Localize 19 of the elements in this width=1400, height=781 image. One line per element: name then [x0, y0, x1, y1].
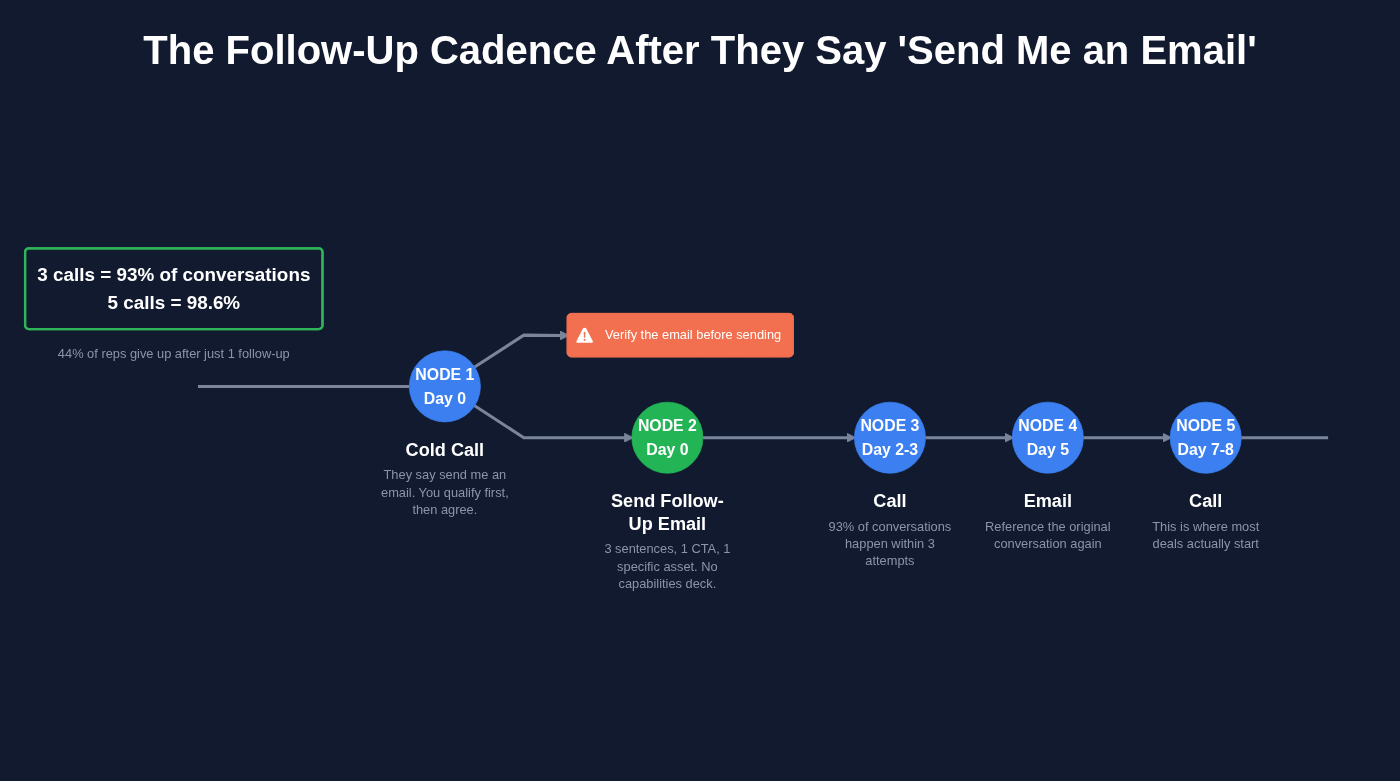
footnote: 44% of reps give up after just 1 follow-up: [57, 345, 290, 363]
step-heading: Email: [1023, 489, 1072, 513]
connector: [197, 384, 410, 388]
node-circle: NODE 4 Day 5: [1011, 401, 1084, 474]
step-heading: Call: [1189, 489, 1223, 513]
step-heading: Cold Call: [405, 438, 485, 462]
step-heading: Send Follow-Up Email: [610, 489, 725, 536]
node-circle: NODE 2 Day 0: [631, 401, 704, 474]
step-description: 93% of conversations happen within 3 attempts: [827, 518, 953, 571]
step-description: Reference the original conversation again: [984, 518, 1112, 553]
connector: [1241, 436, 1329, 440]
step-description: This is where most deals actually start: [1151, 518, 1261, 553]
step-heading: Call: [873, 489, 907, 513]
title: The Follow-Up Cadence After They Say 'Send Me an Email': [143, 28, 1257, 73]
node-circle: NODE 5 Day 7-8: [1169, 401, 1242, 474]
node-circle: NODE 3 Day 2-3: [854, 401, 926, 474]
step-description: They say send me an email. You qualify first, then agree.: [380, 467, 510, 519]
step-description: 3 sentences, 1 CTA, 1 specific asset. No capabilities deck.: [603, 541, 732, 593]
node-circle: NODE 1 Day 0: [408, 350, 481, 423]
